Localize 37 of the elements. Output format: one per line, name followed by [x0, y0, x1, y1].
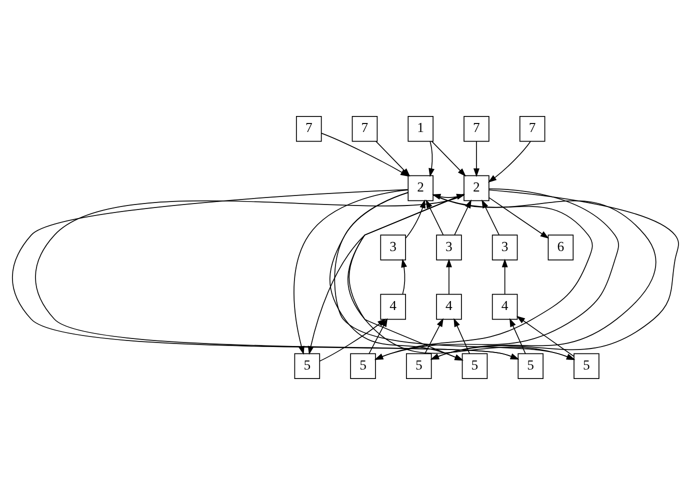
node-box: 2: [408, 175, 434, 202]
node-box: 7: [296, 116, 322, 142]
node-box: 3: [436, 234, 462, 260]
arrow: [488, 141, 531, 183]
arrow: [446, 258, 452, 295]
arrow: [502, 258, 508, 295]
node-box: 7: [352, 116, 378, 142]
node-box: 5: [350, 353, 376, 379]
arrow: [516, 316, 574, 357]
node-box: 1: [408, 116, 434, 142]
node-box: 5: [518, 353, 544, 379]
arrow: [488, 197, 549, 239]
node-box: 5: [406, 353, 432, 379]
node-box: 4: [380, 294, 406, 320]
arrow: [426, 200, 444, 236]
arrow: [482, 200, 500, 236]
arrow: [428, 140, 435, 177]
arrow: [454, 318, 470, 354]
arrow: [401, 258, 408, 295]
node-box: 3: [380, 234, 406, 260]
node-box: 5: [574, 353, 600, 379]
node-box: 5: [462, 353, 488, 379]
node-box: 5: [294, 353, 320, 379]
arrow: [454, 200, 472, 236]
arrow: [424, 318, 444, 354]
node-box: 7: [519, 116, 546, 142]
node-box: 7: [464, 116, 490, 142]
arrow: [368, 318, 388, 354]
node-box: 2: [464, 175, 490, 202]
arrow: [405, 200, 426, 239]
arrow: [431, 140, 466, 177]
arrow: [473, 140, 480, 177]
arrow: [510, 318, 526, 354]
node-box: 6: [548, 234, 574, 260]
node-box: 4: [492, 294, 518, 320]
node-box: 4: [436, 294, 462, 320]
node-box: 3: [492, 234, 518, 260]
